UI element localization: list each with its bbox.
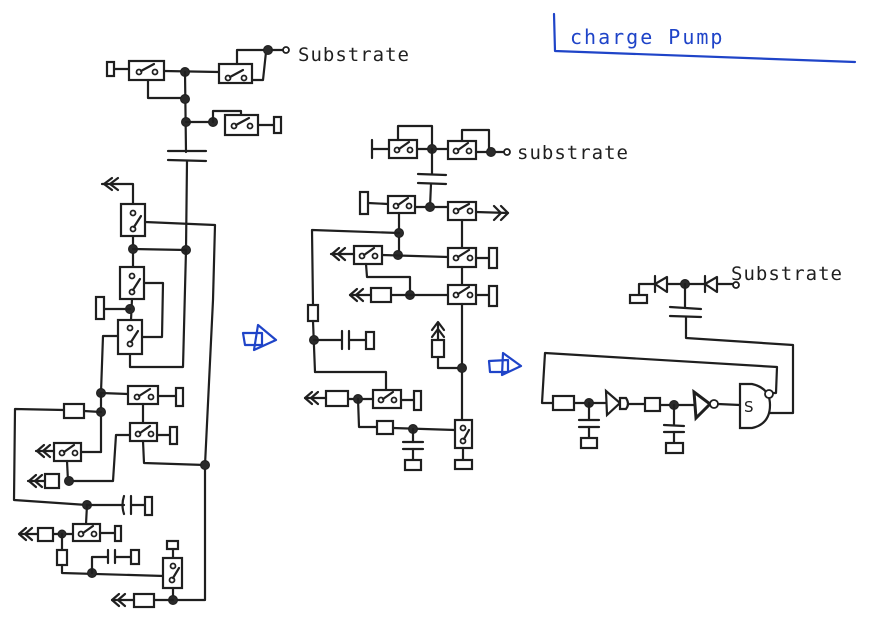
substrate-label: substrate <box>517 142 629 164</box>
capacitor <box>166 149 208 163</box>
diode <box>703 274 719 294</box>
resistor <box>132 592 156 609</box>
supply-terminal <box>129 548 141 566</box>
supply-terminal <box>113 524 123 543</box>
switch <box>127 59 166 82</box>
supply-terminal <box>94 295 106 321</box>
supply-terminal <box>487 246 499 270</box>
title-block: charge Pump <box>552 12 857 64</box>
title-underline <box>552 12 857 64</box>
supply-terminal <box>165 539 180 551</box>
resistor <box>36 526 55 543</box>
switch <box>386 194 417 215</box>
switch <box>453 418 474 450</box>
switch <box>118 265 146 301</box>
capacitor <box>106 548 117 565</box>
transform-arrow-1 <box>241 323 278 352</box>
schmitt-nand-gate: S <box>738 382 774 430</box>
supply-terminal <box>579 436 599 450</box>
switch <box>352 244 384 266</box>
substrate-terminal <box>732 281 740 289</box>
switch <box>446 246 478 269</box>
supply-terminal <box>272 115 283 135</box>
right-circuit: Substrate <box>540 263 843 455</box>
resistor <box>55 548 69 567</box>
switch <box>387 138 419 160</box>
supply-terminal <box>403 458 423 472</box>
inverter <box>604 388 630 418</box>
title-text: charge Pump <box>570 25 724 49</box>
switch <box>446 283 478 306</box>
switch <box>71 522 102 543</box>
capacitor <box>416 172 448 186</box>
resistor <box>375 419 395 436</box>
diode <box>653 274 669 294</box>
supply-terminal <box>412 389 423 412</box>
resistor <box>306 303 320 323</box>
left-circuit: Substrate <box>12 44 410 609</box>
switch <box>119 202 147 238</box>
gate-label: S <box>744 398 754 416</box>
switch <box>161 556 184 590</box>
capacitor <box>668 305 703 319</box>
switch <box>217 62 254 85</box>
supply-terminal <box>358 190 370 216</box>
substrate-terminal <box>282 46 290 54</box>
middle-circuit: substrate <box>303 124 629 472</box>
switch <box>116 318 144 356</box>
switch <box>52 441 83 463</box>
inverter <box>692 388 719 422</box>
supply-terminal <box>628 293 649 305</box>
resistor <box>430 338 446 359</box>
supply-terminal <box>487 284 499 308</box>
supply-terminal <box>453 458 474 471</box>
switch <box>126 384 160 406</box>
substrate-label: Substrate <box>731 263 843 285</box>
switch <box>128 421 159 443</box>
switch <box>446 139 478 161</box>
supply-terminal <box>664 441 685 455</box>
switch <box>371 388 403 410</box>
resistor <box>369 286 393 304</box>
transform-arrow-2 <box>487 351 523 377</box>
resistor <box>324 389 350 408</box>
resistor <box>643 396 662 413</box>
substrate-label: Substrate <box>298 44 410 66</box>
resistor <box>551 394 576 412</box>
supply-terminal <box>364 330 376 351</box>
resistor <box>62 402 86 420</box>
supply-terminal <box>143 495 154 517</box>
supply-terminal <box>168 425 179 446</box>
switch <box>446 200 478 222</box>
switch <box>223 113 260 137</box>
supply-terminal <box>174 386 185 408</box>
substrate-terminal <box>503 148 511 156</box>
resistor <box>43 472 61 490</box>
